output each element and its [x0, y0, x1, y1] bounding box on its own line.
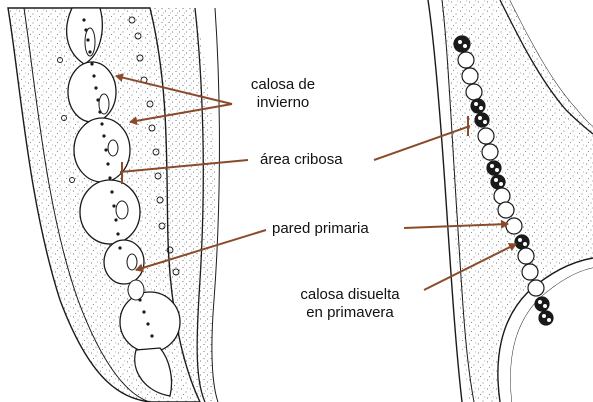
label-area-cribosa: área cribosa: [260, 151, 343, 169]
right-cell-illustration: [428, 0, 593, 402]
label-calosa-disuelta-line1: calosa disuelta: [284, 286, 416, 304]
label-pared-primaria: pared primaria: [272, 220, 369, 238]
label-calosa-invierno: calosa de invierno: [228, 76, 338, 112]
left-cell-illustration: [8, 8, 219, 402]
label-calosa-disuelta: calosa disuelta en primavera: [284, 286, 416, 322]
label-calosa-invierno-line2: invierno: [228, 94, 338, 112]
label-calosa-invierno-line1: calosa de: [228, 76, 338, 94]
label-calosa-disuelta-line2: en primavera: [284, 304, 416, 322]
